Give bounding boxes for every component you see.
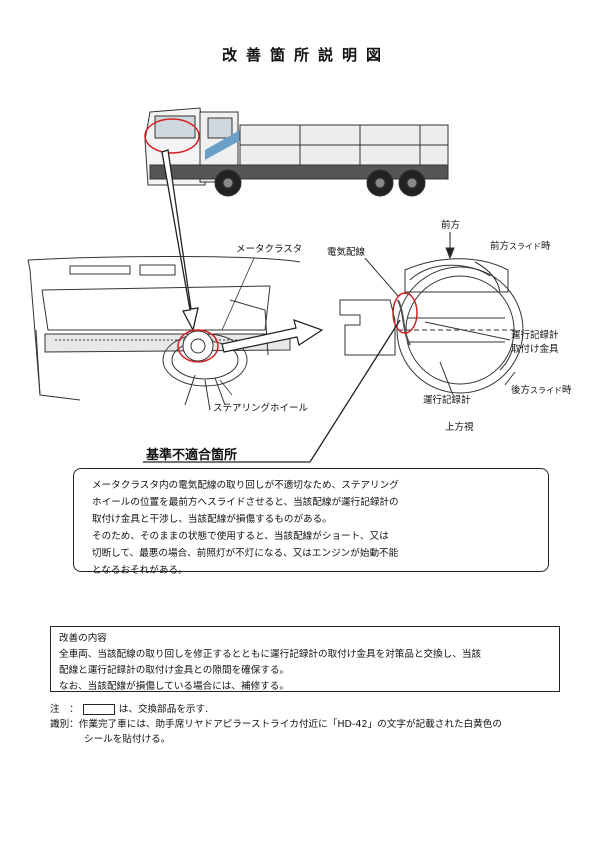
improvement-line: 配線と運行記録計の取付け金具との隙間を確保する。 [59,665,290,676]
note-text: は、交換部品を示す. [118,704,209,715]
recorder-bracket-label-1: 運行記録計 [511,330,559,341]
detail-illustration [339,232,524,396]
replacement-part-legend [82,703,115,715]
nonconformity-box: メータクラスタ内の電気配線の取り回しが不適切なため、ステアリング ホイールの位置… [73,468,549,576]
improvement-box: 改善の内容 全車両、当該配線の取り回しを修正するとともに運行記録計の取付け金具を… [50,626,560,692]
nonconformity-line: そのため、そのままの状態で使用すると、当該配線がショート、又は [92,531,389,542]
meter-cluster-leader [221,257,255,331]
improvement-line: なお、当該配線が損傷している場合には、補修する。 [59,681,289,692]
top-view-label: 上方視 [445,422,474,433]
steering-wheel-label: ステアリングホイール [213,403,309,414]
nonconformity-line: 取付け金具と干渉し、当該配線が損傷するものがある。 [92,514,332,525]
recorder-bracket-label-2: 取付け金具 [511,344,559,355]
detail-arrow [221,319,324,353]
nonconformity-line: メータクラスタ内の電気配線の取り回しが不適切なため、ステアリング [92,480,399,491]
nonconformity-line: 切断して、最悪の場合、前照灯が不灯になる、又はエンジンが始動不能 [92,548,399,559]
nonconformity-line: ホイールの位置を最前方へスライドさせると、当該配線が運行記録計の [92,497,399,508]
meter-cluster-label: メータクラスタ [236,244,303,255]
dashboard-illustration [27,255,301,411]
callout-arrow [161,149,199,332]
nonconformity-leader [309,319,401,463]
note-row: 注 ： は、交換部品を示す. [50,702,208,717]
id-label: 識別： [50,719,79,730]
page-title: 改善箇所説明図 [221,46,390,64]
improvement-line: 全車両、当該配線の取り回しを修正するとともに運行記録計の取付け金具を対策品と交換… [59,649,482,660]
truck-illustration [138,103,450,199]
wiring-label: 電気配線 [327,247,366,258]
id-line-2: シールを貼付ける。 [84,734,171,745]
rear-slide-label: 後方スライド時 [511,385,572,396]
improvement-heading: 改善の内容 [59,633,107,644]
id-row: 識別：作業完了車には、助手席リヤドアピラーストライカ付近に「HD-42」の文字が… [50,717,502,732]
forward-slide-label: 前方スライド時 [490,241,551,252]
forward-label: 前方 [441,220,461,231]
nonconformity-heading: 基準不適合箇所 [146,448,238,463]
steering-leader [219,379,233,396]
nonconformity-line: となるおそれがある。 [92,565,188,576]
note-label: 注 ： [50,704,79,715]
recorder-label: 運行記録計 [423,395,471,406]
id-line-1: 作業完了車には、助手席リヤドアピラーストライカ付近に「HD-42」の文字が記載さ… [78,719,502,730]
